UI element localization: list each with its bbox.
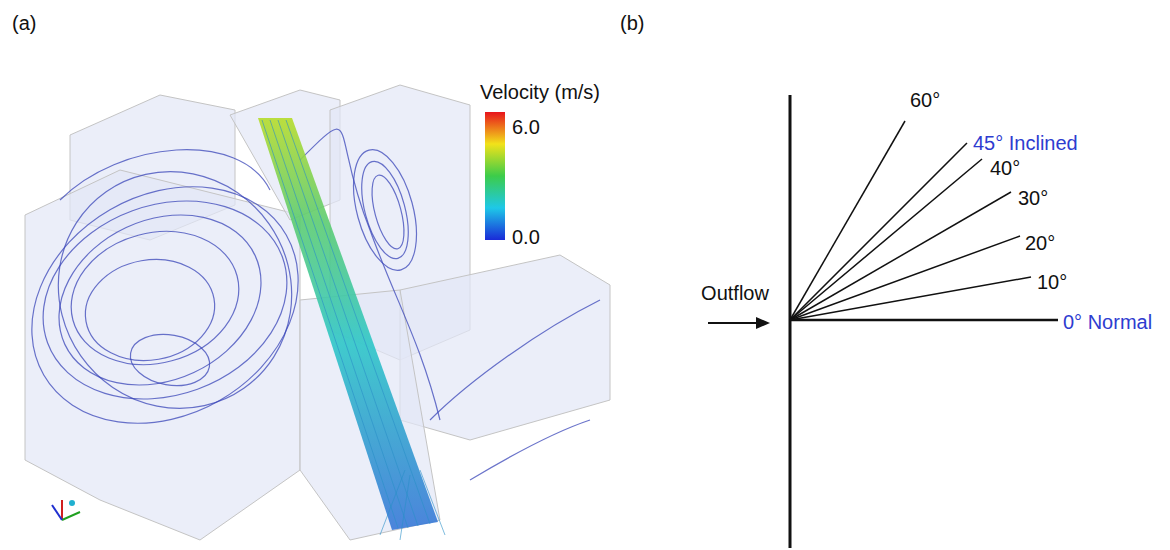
colorbar-tick: 0.0 (512, 226, 540, 248)
colorbar-tick: 6.0 (512, 116, 540, 138)
room-box (25, 170, 300, 540)
angle-label: 20° (1025, 232, 1055, 254)
room-volumes (25, 85, 610, 540)
axis-triad (52, 500, 80, 520)
angle-label: 0° Normal (1063, 311, 1152, 333)
color-bar (485, 112, 505, 240)
jet-lines (262, 120, 445, 540)
jet-column (258, 118, 438, 530)
room-box (400, 255, 610, 440)
angle-label: 40° (990, 157, 1020, 179)
flow-label: Outflow (701, 282, 769, 304)
angle-label: 30° (1018, 187, 1048, 209)
colorbar-title: Velocity (m/s) (480, 81, 600, 103)
panel-label: (a) (12, 12, 36, 34)
angle-label: 45° Inclined (973, 132, 1078, 154)
angle-diagram (708, 95, 1058, 548)
angle-label: 60° (910, 89, 940, 111)
panel-label: (b) (620, 12, 644, 34)
angle-label: 10° (1037, 271, 1067, 293)
